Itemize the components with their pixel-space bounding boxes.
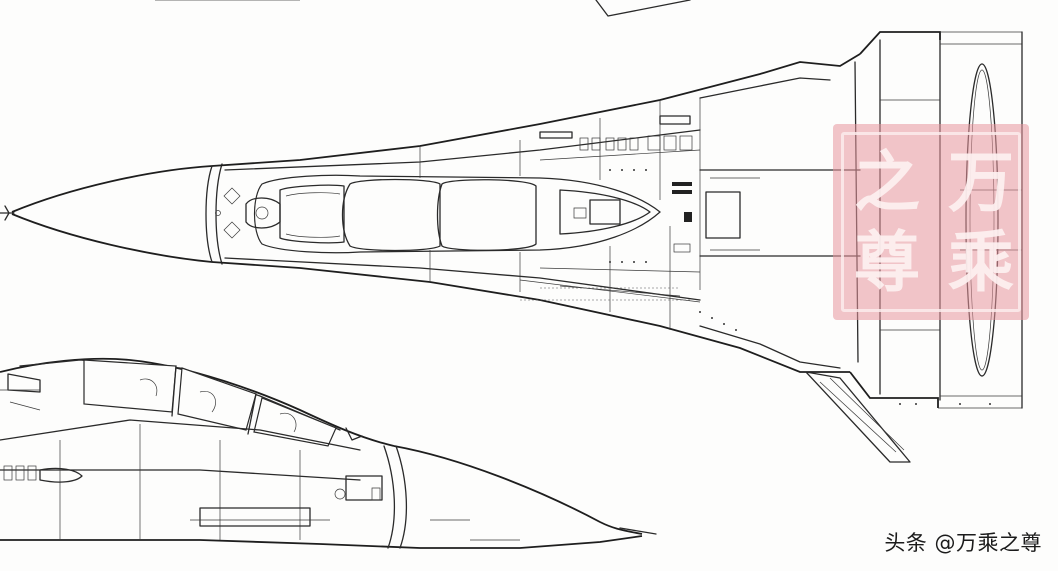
watermark-caption: 头条 @万乘之尊 <box>884 531 1042 555</box>
seal-char-2: 乘 <box>948 223 1014 301</box>
seal-char-4: 尊 <box>854 223 920 301</box>
intake-louvres <box>539 115 693 151</box>
top-edge-fragment <box>155 0 691 17</box>
seal-char-1: 万 <box>948 143 1014 221</box>
rivet-dots <box>609 169 991 405</box>
seal-frame <box>841 132 1021 312</box>
seal-char-3: 之 <box>854 143 920 221</box>
seal-stamp: 万 乘 之 尊 <box>833 124 1029 320</box>
side-view-fuselage <box>0 357 657 549</box>
